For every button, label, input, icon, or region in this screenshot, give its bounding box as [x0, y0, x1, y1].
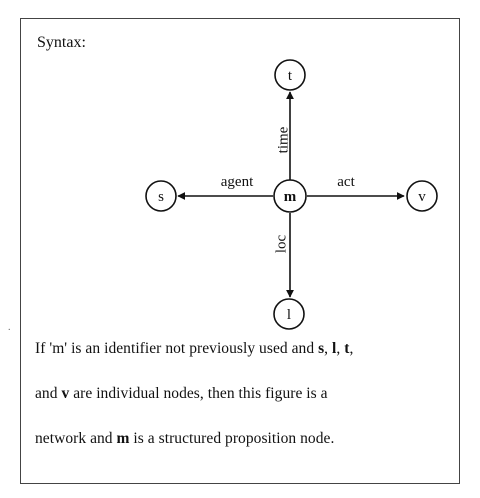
- caption-bold-l: l: [332, 340, 337, 357]
- arc-label-agent: agent: [221, 174, 254, 190]
- node-right-circle: [406, 180, 438, 212]
- syntax-heading: Syntax:: [37, 34, 86, 51]
- caption-bold-m: m: [116, 430, 130, 447]
- caption-text: are individual nodes, then this figure i…: [69, 385, 328, 402]
- node-right-label: v: [418, 189, 426, 205]
- caption-line-3: network and m is a structured propositio…: [35, 430, 455, 448]
- caption-text: If 'm' is an identifier not previously u…: [35, 340, 319, 357]
- arc-label-act: act: [337, 174, 355, 190]
- node-center-circle: [273, 179, 307, 213]
- node-left-label: s: [158, 189, 164, 205]
- caption-text: ,: [336, 340, 345, 357]
- node-top-label: t: [288, 68, 293, 84]
- caption-text: ,: [324, 340, 333, 357]
- caption-bold-v: v: [61, 385, 70, 402]
- caption-line-1: If 'm' is an identifier not previously u…: [35, 340, 455, 358]
- caption-text: network and: [35, 430, 117, 447]
- caption-text: is a structured proposition node.: [129, 430, 335, 447]
- node-center-label: m: [284, 189, 297, 205]
- caption-bold-t: t: [344, 340, 350, 357]
- node-top-circle: [274, 59, 306, 91]
- node-bottom-circle: [273, 298, 305, 330]
- caption-line-2: and v are individual nodes, then this fi…: [35, 385, 455, 403]
- margin-mark: .: [8, 322, 11, 333]
- caption-text: ,: [349, 340, 354, 357]
- node-left-circle: [145, 180, 177, 212]
- arc-label-loc: loc: [273, 234, 289, 253]
- figure-frame: [20, 18, 460, 484]
- node-bottom-label: l: [287, 307, 291, 323]
- caption-bold-s: s: [318, 340, 325, 357]
- caption-text: and: [35, 385, 62, 402]
- arc-label-time: time: [275, 126, 291, 153]
